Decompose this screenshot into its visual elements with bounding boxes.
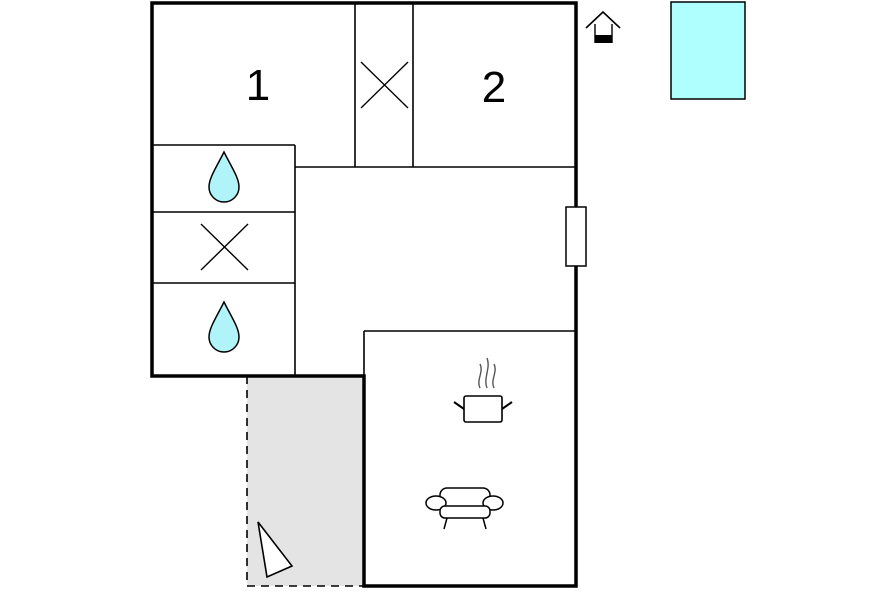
water-drop-icon: [208, 300, 240, 353]
sofa-icon: [425, 487, 504, 530]
interior-walls: [153, 4, 575, 376]
pool-icon: [670, 1, 746, 100]
closet-left: [200, 223, 249, 271]
cooking-pot-icon: [453, 357, 513, 423]
closet-top: [360, 61, 409, 109]
room-label-1: 1: [246, 61, 270, 110]
window: [565, 206, 587, 267]
terrace: [246, 376, 363, 587]
house-entrance-icon: [585, 10, 621, 43]
room-label-2: 2: [482, 63, 506, 112]
exterior-walls: [150, 1, 578, 588]
water-drop-icon: [208, 150, 240, 203]
sun-umbrella-icon: [257, 521, 294, 579]
